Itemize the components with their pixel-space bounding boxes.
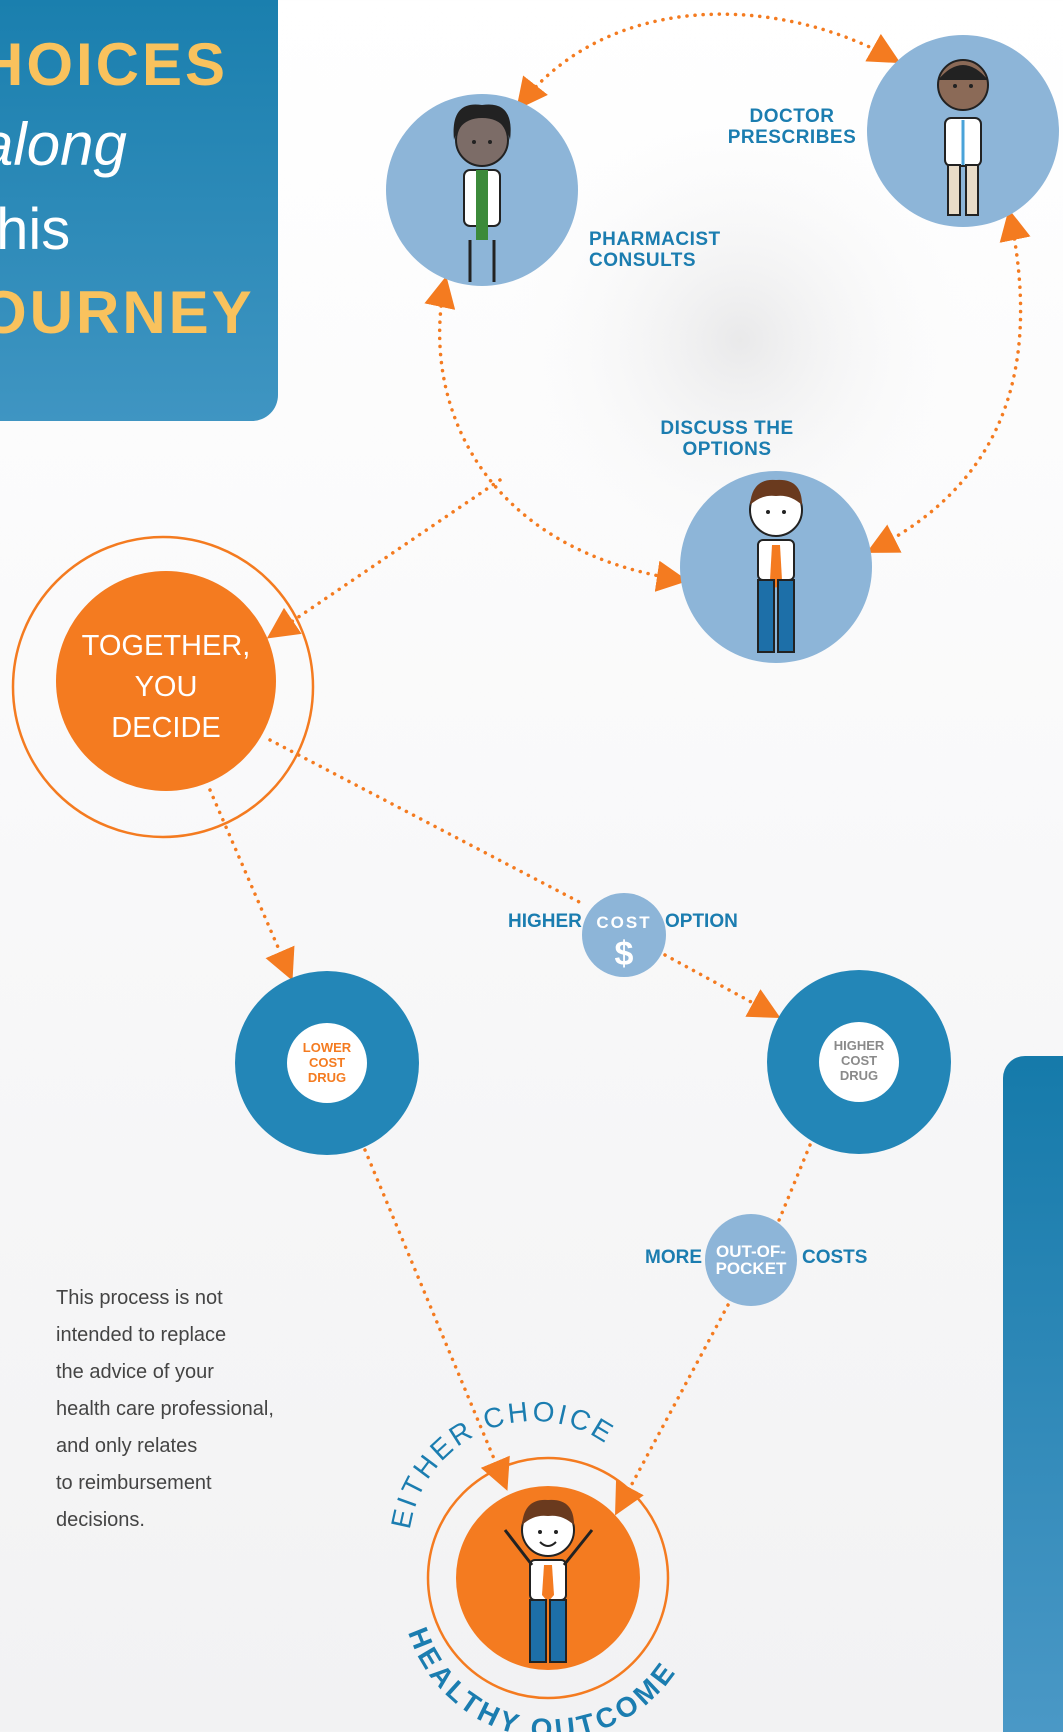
pharmacist-node bbox=[386, 94, 578, 286]
arrow-to-lower-drug bbox=[208, 788, 295, 981]
decide-text: TOGETHER, YOU DECIDE bbox=[81, 630, 251, 744]
arrow-to-higher-cost bbox=[268, 738, 587, 907]
outcome-node: EITHER CHOICE HEALTHY OUTCOME bbox=[385, 1396, 679, 1732]
discuss-label: DISCUSS THE OPTIONS bbox=[660, 418, 794, 460]
pocket-right-label: COSTS bbox=[802, 1247, 868, 1268]
pocket-badge-line2: POCKET bbox=[716, 1259, 787, 1278]
right-panel bbox=[1003, 1056, 1063, 1732]
title-line-1: HOICES bbox=[0, 31, 229, 98]
pocket-badge bbox=[705, 1214, 797, 1306]
decide-circle bbox=[56, 571, 276, 791]
doctor-label: DOCTOR PRESCRIBES bbox=[727, 106, 857, 148]
pharmacist-figure bbox=[453, 104, 511, 282]
cost-badge-label: COST bbox=[596, 913, 651, 932]
doctor-figure bbox=[937, 59, 989, 216]
higher-drug-label: HIGHER COST DRUG bbox=[833, 1038, 885, 1083]
decide-outer-ring bbox=[11, 535, 315, 839]
lower-drug-label: LOWER COST DRUG bbox=[302, 1040, 352, 1085]
pocket-badge-line1: OUT-OF- bbox=[716, 1242, 786, 1261]
patient-figure bbox=[749, 479, 803, 653]
arrow-doctor-patient bbox=[866, 208, 1031, 553]
higher-drug-center bbox=[819, 1022, 899, 1102]
title-line-2: along bbox=[0, 111, 127, 178]
lower-drug-node bbox=[235, 971, 419, 1155]
arrow-higher-to-pocket bbox=[773, 1143, 812, 1232]
cost-badge bbox=[582, 893, 666, 977]
dollar-icon: $ bbox=[615, 935, 634, 973]
pharmacist-label: PHARMACIST CONSULTS bbox=[589, 229, 721, 271]
happy-patient-figure bbox=[503, 1499, 594, 1663]
higher-option-left: HIGHER bbox=[508, 911, 582, 932]
disclaimer-text: This process is not intended to replace … bbox=[56, 1287, 274, 1531]
arrow-to-decide bbox=[266, 478, 502, 639]
doctor-node bbox=[867, 35, 1059, 227]
higher-drug-node bbox=[767, 970, 951, 1154]
arrow-doctor-pharmacist bbox=[516, 12, 901, 110]
outcome-ring bbox=[426, 1456, 670, 1700]
lower-drug-center bbox=[287, 1023, 367, 1103]
higher-option-right: OPTION bbox=[665, 911, 738, 932]
arrow-pocket-to-outcome bbox=[615, 1303, 730, 1516]
title-panel: HOICES along this OURNEY bbox=[0, 0, 278, 421]
connectors bbox=[208, 12, 1031, 1516]
decide-node bbox=[11, 535, 315, 839]
pocket-left-label: MORE bbox=[645, 1247, 702, 1268]
arrow-to-higher-drug bbox=[663, 953, 781, 1019]
title-line-4: OURNEY bbox=[0, 279, 255, 346]
title-line-3: this bbox=[0, 197, 71, 262]
patient-node bbox=[680, 471, 872, 663]
